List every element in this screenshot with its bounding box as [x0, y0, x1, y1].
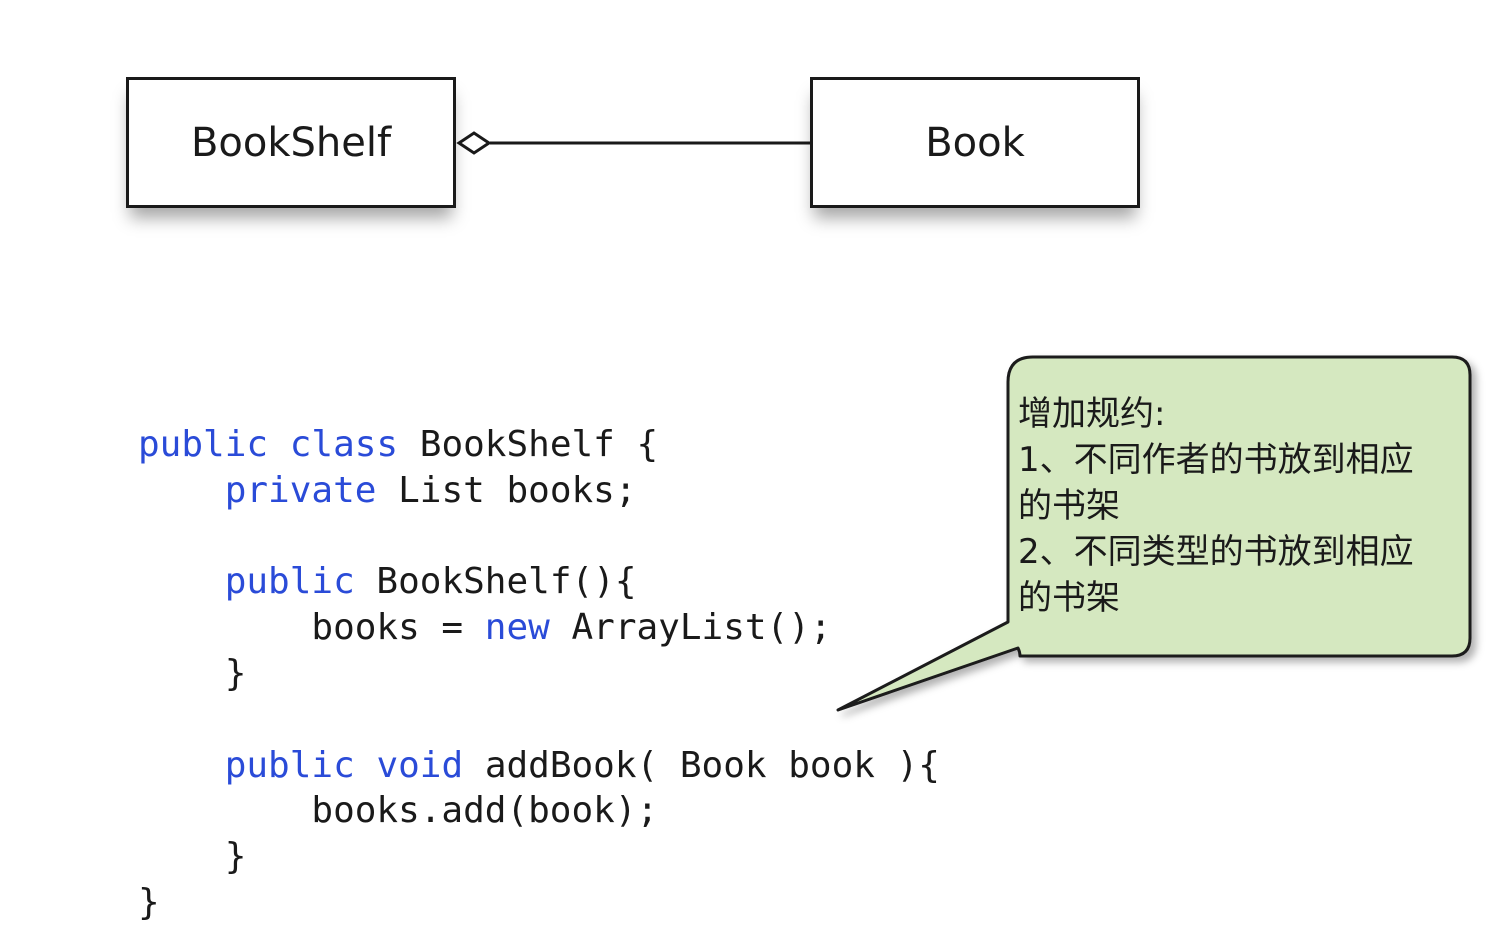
callout-line: 的书架	[1018, 486, 1120, 526]
code-line	[138, 697, 940, 743]
code-text	[138, 470, 225, 511]
class-box-bookshelf[interactable]: BookShelf	[126, 77, 456, 208]
callout-line: 增加规约:	[1018, 394, 1166, 434]
code-text: ArrayList();	[549, 607, 832, 649]
code-keyword: public	[224, 561, 355, 603]
code-text	[138, 745, 225, 786]
code-keyword: public	[224, 744, 355, 786]
callout-line: 1、不同作者的书放到相应	[1018, 440, 1414, 480]
callout-line: 2、不同类型的书放到相应	[1018, 532, 1414, 572]
code-line: }	[138, 834, 940, 880]
code-text: }	[138, 836, 247, 878]
code-text: BookShelf {	[398, 424, 659, 465]
code-text	[138, 561, 225, 602]
code-block: public class BookShelf { private List bo…	[138, 422, 940, 926]
aggregation-diamond-icon	[456, 131, 492, 155]
code-keyword: public	[138, 424, 269, 465]
class-box-book[interactable]: Book	[810, 77, 1140, 208]
code-keyword: void	[376, 744, 464, 786]
code-text: }	[138, 881, 160, 923]
code-text: List books;	[376, 469, 637, 511]
callout-line: 的书架	[1018, 578, 1120, 618]
class-name-book: Book	[925, 119, 1025, 166]
code-line	[138, 514, 940, 560]
class-name-bookshelf: BookShelf	[190, 119, 392, 166]
code-keyword: private	[224, 469, 377, 511]
code-line: public void addBook( Book book ){	[138, 743, 940, 789]
code-line: private List books;	[138, 468, 940, 514]
code-line: public class BookShelf {	[138, 422, 940, 468]
code-keyword: new	[484, 607, 550, 649]
code-line: }	[138, 880, 940, 926]
code-text: addBook( Book book ){	[463, 744, 940, 786]
code-line: books.add(book);	[138, 788, 940, 834]
code-text: books.add(book);	[138, 790, 659, 832]
code-text: BookShelf(){	[354, 561, 637, 603]
code-text: }	[138, 652, 247, 694]
code-line: }	[138, 651, 940, 697]
aggregation-connector	[456, 131, 810, 155]
code-text	[355, 745, 377, 786]
callout-bubble	[836, 355, 1472, 712]
code-line: books = new ArrayList();	[138, 605, 940, 651]
code-text: books =	[138, 607, 485, 649]
code-line: public BookShelf(){	[138, 559, 940, 605]
code-keyword: class	[289, 424, 399, 465]
code-text	[268, 424, 290, 465]
callout-text: 增加规约: 1、不同作者的书放到相应的书架 2、不同类型的书放到相应的书架	[1018, 391, 1468, 621]
